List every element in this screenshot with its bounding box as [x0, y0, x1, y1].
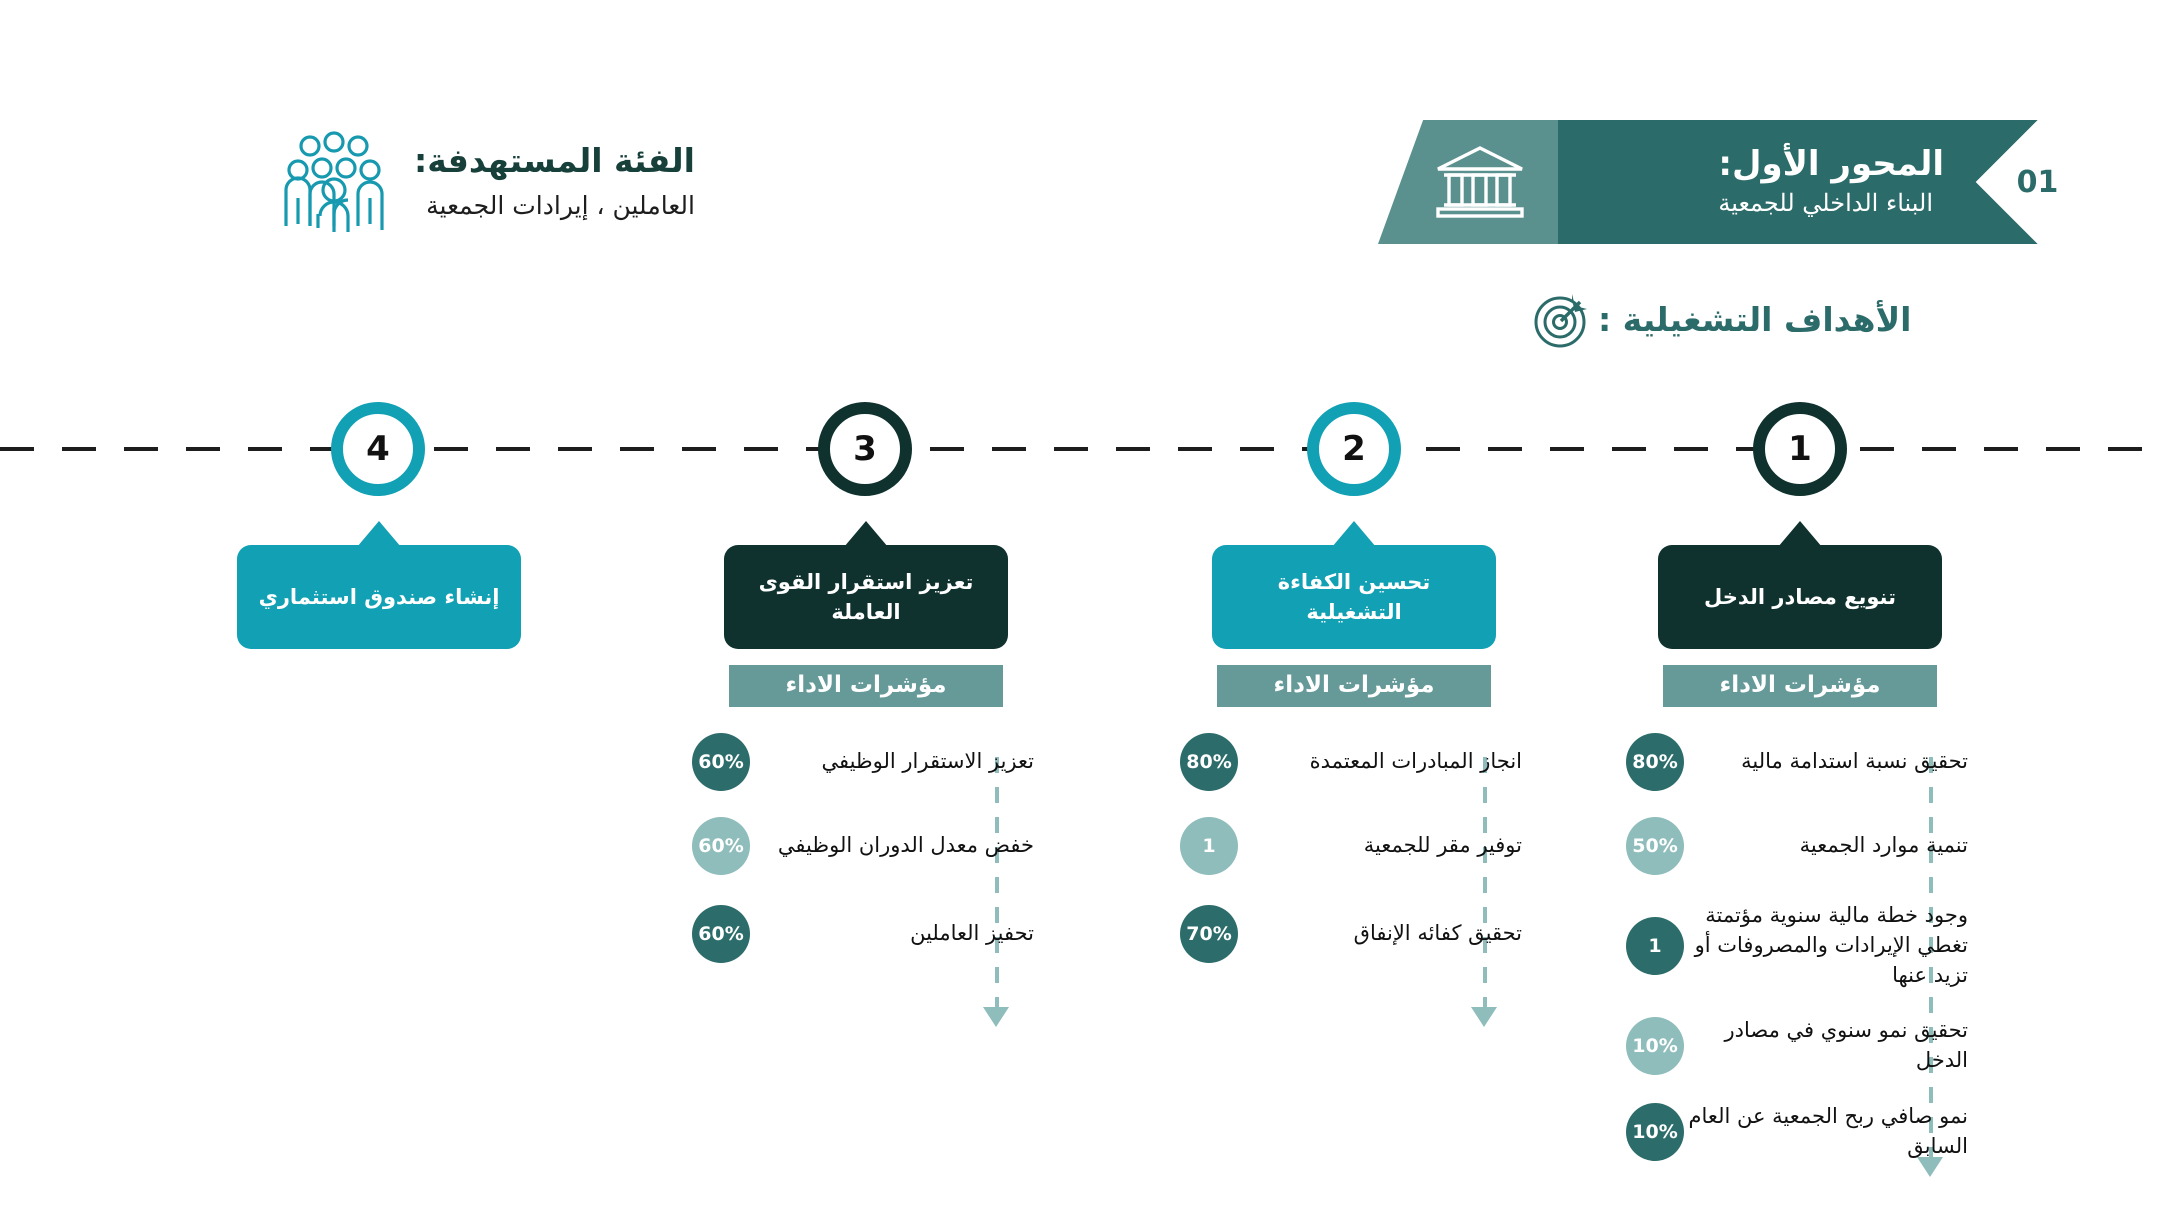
- goal-label-1: تنويع مصادر الدخل: [1704, 584, 1897, 609]
- kpi-text: تحقيق نمو سنوي في مصادر الدخل: [1724, 1018, 1968, 1073]
- kpi-item: تحفيز العاملين 60%: [692, 905, 1040, 963]
- axis-banner: المحور الأول: البناء الداخلي للجمعية 01: [1378, 119, 2101, 245]
- kpi-spine-arrow-1: [1917, 1157, 1943, 1177]
- kpi-text: تحفيز العاملين: [910, 921, 1034, 946]
- kpi-text: انجاز المبادرات المعتمدة: [1309, 749, 1522, 774]
- operational-goals-label: الأهداف التشغيلية :: [1598, 299, 1912, 339]
- goal-box-1[interactable]: تنويع مصادر الدخل: [1658, 521, 1942, 649]
- goal-box-2[interactable]: تحسين الكفاءة التشغيلية: [1212, 521, 1496, 649]
- kpi-badge: 10%: [1626, 1102, 1684, 1161]
- kpi-item: تنمية موارد الجمعية 50%: [1626, 817, 1974, 875]
- kpi-text: وجود خطة مالية سنوية مؤتمتة تغطي الإيراد…: [1694, 903, 1968, 987]
- kpi-badge: 60%: [692, 733, 750, 791]
- goal-box-4-pointer: [357, 521, 401, 547]
- timeline-node-1[interactable]: 1: [1753, 402, 1847, 496]
- timeline-node-4-number: 4: [366, 429, 390, 469]
- kpi-spine-2: [1483, 757, 1487, 1007]
- kpi-item: تحقيق نمو سنوي في مصادر الدخل 10%: [1626, 1016, 1974, 1076]
- kpi-text: نمو صافي ربح الجمعية عن العام السابق: [1688, 1104, 1968, 1158]
- kpi-badge: 60%: [692, 817, 750, 875]
- kpi-spine-1: [1929, 757, 1933, 1157]
- kpi-list-3: تعزيز الاستقرار الوظيفي 60% خفض معدل الد…: [692, 733, 1040, 1027]
- kpi-spine-arrow-3: [983, 1007, 1009, 1027]
- goal-box-4[interactable]: إنشاء صندوق استثماري: [237, 521, 521, 649]
- kpi-item: تعزيز الاستقرار الوظيفي 60%: [692, 733, 1040, 791]
- kpi-badge: 80%: [1180, 733, 1238, 791]
- goal-column-3: تعزيز استقرار القوى العاملة مؤشرات الادا…: [692, 521, 1040, 1027]
- kpi-header-1: مؤشرات الاداء: [1663, 665, 1937, 707]
- goal-column-4: إنشاء صندوق استثماري: [205, 521, 553, 649]
- banner-number: 01: [2017, 164, 2059, 200]
- goal-label-2: تحسين الكفاءة التشغيلية: [1277, 569, 1431, 624]
- operational-goals-heading: الأهداف التشغيلية :: [1530, 288, 2040, 350]
- kpi-badge: 70%: [1180, 905, 1238, 963]
- timeline-node-1-number: 1: [1788, 429, 1812, 469]
- kpi-text: تعزيز الاستقرار الوظيفي: [821, 749, 1034, 774]
- banner-title: المحور الأول:: [1718, 143, 1944, 184]
- timeline-node-3[interactable]: 3: [818, 402, 912, 496]
- kpi-header-3: مؤشرات الاداء: [729, 665, 1003, 707]
- kpi-text: توفير مقر للجمعية: [1363, 833, 1522, 858]
- target-audience-block: الفئة المستهدفة: العاملين ، إيرادات الجم…: [280, 128, 800, 232]
- goal-box-3[interactable]: تعزيز استقرار القوى العاملة: [724, 521, 1008, 649]
- kpi-text: تنمية موارد الجمعية: [1799, 833, 1968, 858]
- goal-box-1-pointer: [1778, 521, 1822, 547]
- banner-main-panel: [1558, 120, 2038, 244]
- kpi-list-1: تحقيق نسبة استدامة مالية 80% تنمية موارد…: [1626, 733, 1974, 1177]
- timeline-node-3-number: 3: [853, 429, 877, 469]
- goal-column-1: تنويع مصادر الدخل مؤشرات الاداء تحقيق نس…: [1626, 521, 1974, 1188]
- target-icon: [1534, 294, 1587, 348]
- timeline-node-2[interactable]: 2: [1307, 402, 1401, 496]
- target-audience-title: الفئة المستهدفة:: [414, 141, 695, 181]
- target-audience-text: الفئة المستهدفة: العاملين ، إيرادات الجم…: [414, 140, 695, 220]
- banner-subtitle: البناء الداخلي للجمعية: [1718, 188, 1934, 217]
- kpi-text: تحقيق كفائه الإنفاق: [1353, 921, 1522, 946]
- kpi-item: وجود خطة مالية سنوية مؤتمتة تغطي الإيراد…: [1626, 901, 1974, 990]
- goal-box-2-pointer: [1332, 521, 1376, 547]
- kpi-item: انجاز المبادرات المعتمدة 80%: [1180, 733, 1528, 791]
- kpi-list-2: انجاز المبادرات المعتمدة 80% توفير مقر ل…: [1180, 733, 1528, 1027]
- kpi-badge: 80%: [1626, 733, 1684, 791]
- kpi-header-2: مؤشرات الاداء: [1217, 665, 1491, 707]
- kpi-item: توفير مقر للجمعية 1: [1180, 817, 1528, 875]
- kpi-badge: 10%: [1626, 1017, 1684, 1076]
- kpi-badge: 60%: [692, 905, 750, 963]
- kpi-badge: 1: [1180, 817, 1238, 875]
- timeline-node-2-number: 2: [1342, 429, 1366, 469]
- banner-text-group: المحور الأول: البناء الداخلي للجمعية: [1718, 120, 1948, 244]
- goal-box-3-pointer: [844, 521, 888, 547]
- kpi-item: تحقيق كفائه الإنفاق 70%: [1180, 905, 1528, 963]
- kpi-text: تحقيق نسبة استدامة مالية: [1741, 749, 1968, 774]
- kpi-spine-arrow-2: [1471, 1007, 1497, 1027]
- bank-icon: [1436, 146, 1524, 218]
- goal-label-3: تعزيز استقرار القوى العاملة: [758, 569, 974, 624]
- kpi-item: تحقيق نسبة استدامة مالية 80%: [1626, 733, 1974, 791]
- people-group-icon: [284, 131, 384, 232]
- target-audience-value: العاملين ، إيرادات الجمعية: [426, 190, 695, 220]
- goal-column-2: تحسين الكفاءة التشغيلية مؤشرات الاداء ان…: [1180, 521, 1528, 1027]
- goal-label-4: إنشاء صندوق استثماري: [258, 584, 500, 609]
- kpi-badge: 1: [1626, 916, 1684, 975]
- kpi-text: خفض معدل الدوران الوظيفي: [777, 833, 1034, 858]
- kpi-item: خفض معدل الدوران الوظيفي 60%: [692, 817, 1040, 875]
- kpi-badge: 50%: [1626, 817, 1684, 875]
- kpi-spine-3: [995, 757, 999, 1007]
- kpi-item: نمو صافي ربح الجمعية عن العام السابق 10%: [1626, 1102, 1974, 1162]
- timeline-axis: [0, 447, 2160, 451]
- timeline-node-4[interactable]: 4: [331, 402, 425, 496]
